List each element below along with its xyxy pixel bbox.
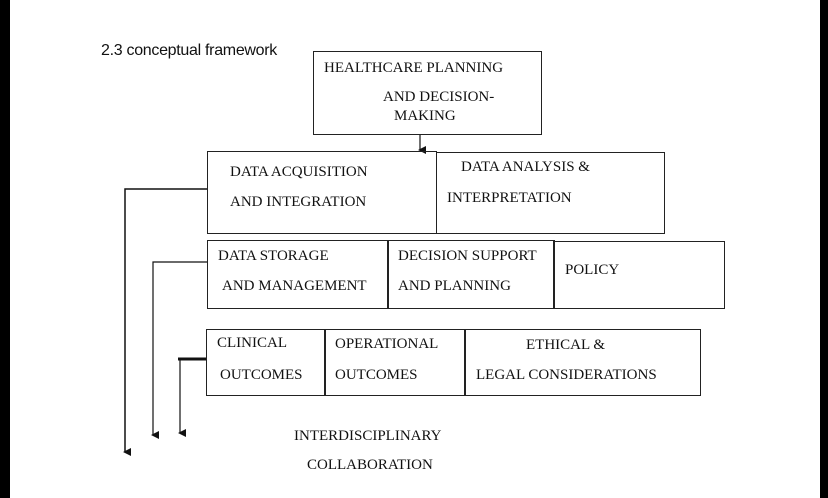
policy-label: POLICY	[565, 262, 620, 278]
planning-label-line3: MAKING	[394, 108, 456, 124]
left-border-bar	[0, 0, 10, 498]
ethical-label-line1: ETHICAL &	[526, 337, 606, 353]
section-heading: 2.3 conceptual framework	[101, 42, 278, 59]
interdisciplinary-label-line1: INTERDISCIPLINARY	[294, 428, 442, 444]
planning-label-line2: AND DECISION-	[383, 89, 495, 105]
acquisition-feedback-line	[123, 188, 208, 456]
interdisciplinary-label-line2: COLLABORATION	[307, 457, 433, 473]
analysis-label-line2: INTERPRETATION	[447, 190, 572, 206]
ethical-label-line2: LEGAL CONSIDERATIONS	[476, 367, 657, 383]
acquisition-label-line1: DATA ACQUISITION	[230, 164, 368, 180]
ethical-box	[464, 329, 701, 396]
right-border-bar	[820, 0, 828, 498]
analysis-label-line1: DATA ANALYSIS &	[461, 159, 590, 175]
policy-box	[553, 241, 725, 309]
decision-support-label-line1: DECISION SUPPORT	[398, 248, 537, 264]
operational-box	[324, 329, 466, 396]
operational-label-line1: OPERATIONAL	[335, 336, 439, 352]
clinical-label-line1: CLINICAL	[217, 335, 287, 351]
clinical-label-line2: OUTCOMES	[220, 367, 303, 383]
acquisition-label-line2: AND INTEGRATION	[230, 194, 367, 210]
analysis-box	[436, 152, 665, 234]
planning-label-line1: HEALTHCARE PLANNING	[324, 60, 504, 76]
storage-label-line2: AND MANAGEMENT	[222, 278, 367, 294]
clinical-box	[206, 329, 326, 396]
decision-support-box	[387, 240, 555, 309]
operational-label-line2: OUTCOMES	[335, 367, 418, 383]
planning-box	[313, 51, 542, 135]
storage-feedback-line	[151, 261, 208, 439]
storage-box	[207, 240, 389, 309]
storage-label-line1: DATA STORAGE	[218, 248, 329, 264]
decision-support-label-line2: AND PLANNING	[398, 278, 511, 294]
